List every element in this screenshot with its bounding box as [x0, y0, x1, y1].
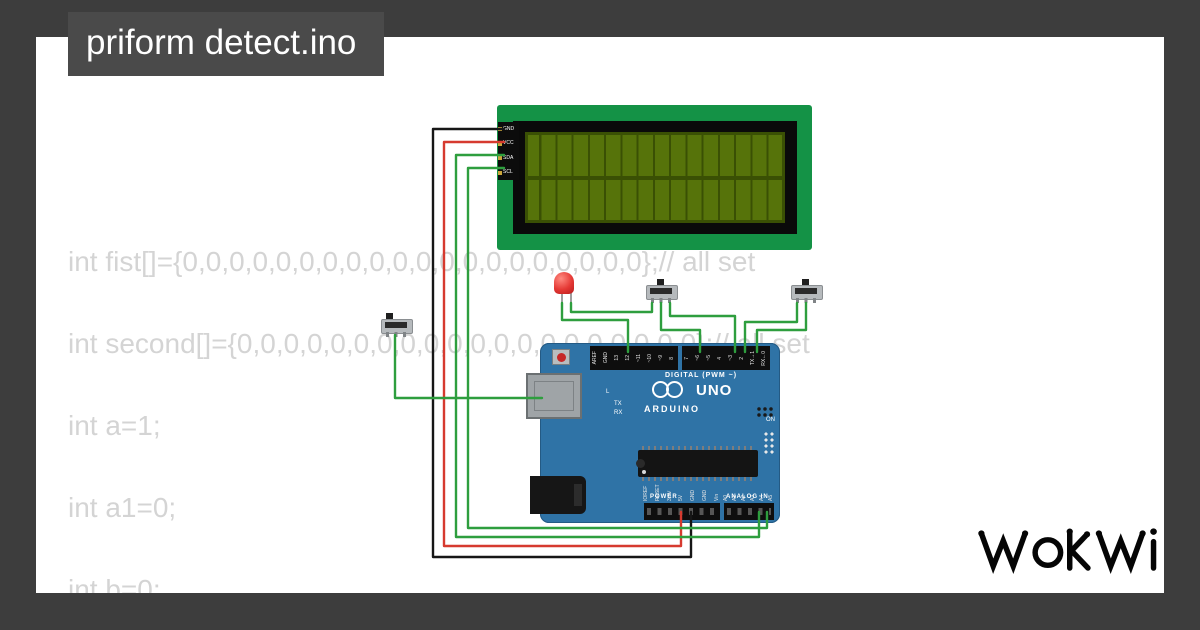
pin-label: GND [690, 489, 697, 501]
analog-header [724, 503, 774, 520]
pin-pad [498, 170, 502, 175]
pin-cell: ~11 [634, 346, 645, 370]
pin-pad [498, 156, 502, 161]
pin-label: 7 [684, 356, 690, 360]
pin-cell: 2 [737, 346, 748, 370]
on-led-label: ON [766, 417, 775, 423]
pin-pad [498, 127, 502, 132]
digital-label: DIGITAL (PWM ~) [664, 372, 738, 379]
power-header-label: POWER [650, 494, 678, 500]
sketch-title-text: priform detect.ino [86, 23, 357, 62]
lcd-pin-sda: SDA [498, 154, 519, 161]
pin-label: ~9 [658, 355, 664, 361]
pin-cell: TX→1 [748, 346, 759, 370]
slide-switch-3[interactable] [791, 279, 823, 303]
reset-button[interactable] [552, 349, 570, 365]
switch-slot [795, 288, 817, 294]
pin-cell: ~6 [693, 346, 704, 370]
pin-cell: 8 [667, 346, 678, 370]
code-line: int a1=0; [68, 492, 177, 523]
pin-cell: AREF [590, 346, 601, 370]
pin-pad [498, 141, 502, 146]
led-l-label: L [606, 389, 610, 395]
power-header [644, 503, 720, 520]
pin-label: GND [503, 125, 515, 132]
pin-label: SDA [503, 154, 514, 161]
pin-cell: ~10 [645, 346, 656, 370]
icsp-header [756, 406, 774, 418]
pin-label: SCL [503, 169, 513, 176]
lcd-screen [525, 132, 785, 223]
wokwi-logo: WOKWI [978, 528, 1157, 574]
switch-slot [650, 288, 672, 294]
arduino-logo-icon [666, 381, 683, 398]
red-led[interactable] [553, 272, 575, 304]
pin-label: GND [603, 352, 609, 364]
code-line: int a=1; [68, 410, 161, 441]
lcd-bezel [513, 121, 797, 234]
pin-cell: ~5 [704, 346, 715, 370]
pin-label: ~11 [636, 353, 642, 363]
digital-header-left: AREF GND 13 12 ~11 ~10 ~9 8 [590, 346, 678, 370]
pin-label: 12 [625, 355, 631, 361]
pin-label: IOREF [643, 485, 649, 501]
switch-knob[interactable] [802, 279, 809, 289]
pin-cell: 12 [623, 346, 634, 370]
pin-cell: 7 [682, 346, 693, 370]
pin-label: GND [702, 489, 709, 501]
pin-label: RX←0 [761, 350, 767, 366]
lcd-pin-gnd: GND [498, 125, 519, 132]
switch-pins [651, 298, 672, 303]
switch-knob[interactable] [386, 313, 393, 323]
pin-label: VCC [503, 140, 514, 147]
aux-pin-holes [763, 431, 775, 455]
lcd1602-display[interactable]: GND VCC SDA SCL [497, 105, 812, 250]
code-line: int b=0; [68, 574, 161, 605]
pin-cell: RX←0 [759, 346, 770, 370]
sketch-title: priform detect.ino [68, 12, 385, 76]
board-model-label: UNO [696, 382, 733, 399]
pin-label: ~5 [706, 355, 712, 361]
pin-label: AREF [592, 351, 598, 365]
pin-cell: GND [601, 346, 612, 370]
pin-cell: ~9 [656, 346, 667, 370]
tx-label: TX [614, 401, 622, 407]
pin-label: 2 [739, 356, 745, 360]
pin-label: ~10 [647, 353, 653, 363]
switch-pins [796, 298, 817, 303]
rx-label: RX [614, 410, 623, 416]
pin-label: 8 [669, 356, 675, 360]
digital-header-right: 7 ~6 ~5 4 ~3 2 TX→1 RX←0 [682, 346, 770, 370]
slide-switch-2[interactable] [646, 279, 678, 303]
usb-connector [526, 373, 582, 419]
pin-cell: 13 [612, 346, 623, 370]
lcd-i2c-pin-header: GND VCC SDA SCL [498, 122, 519, 180]
lcd-pin-vcc: VCC [498, 141, 519, 146]
pin-label: 13 [614, 355, 620, 361]
board-brand-label: ARDUINO [644, 404, 700, 414]
pin-label: TX→1 [750, 350, 756, 366]
pin-label: 4 [717, 356, 723, 360]
analog-header-label: ANALOG IN [726, 494, 769, 500]
pin-label: Vin [713, 493, 720, 501]
slide-switch-1[interactable] [381, 313, 413, 337]
pin-label: A5 [768, 494, 774, 501]
pin-label: ~6 [695, 355, 701, 361]
pin-label: 5V [678, 494, 685, 501]
led-bulb [554, 272, 574, 294]
arduino-uno-board[interactable]: AREF GND 13 12 ~11 ~10 ~9 8 7 ~6 ~5 4 ~3… [526, 343, 780, 523]
pin-cell: ~3 [726, 346, 737, 370]
power-jack [530, 476, 586, 514]
pin-cell: 4 [715, 346, 726, 370]
lcd-pin-scl: SCL [498, 170, 519, 175]
switch-slot [385, 322, 407, 328]
pin-label: ~3 [728, 355, 734, 361]
switch-pins [386, 332, 407, 337]
